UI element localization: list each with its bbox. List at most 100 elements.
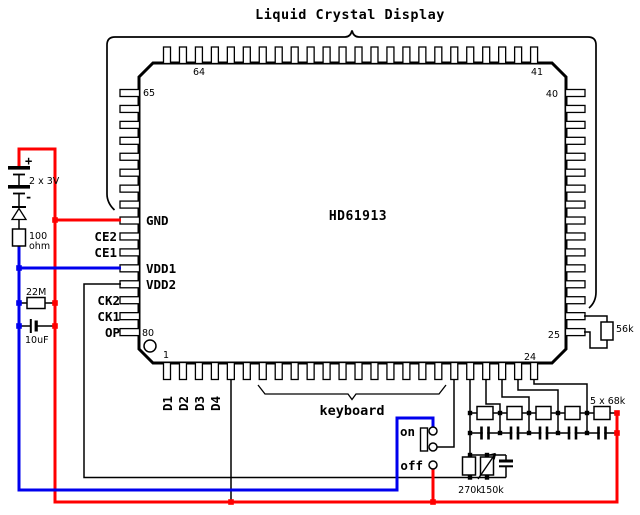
capacitor-plate: [509, 426, 513, 440]
chip-pin-top: [242, 46, 251, 65]
capacitor-plate: [516, 426, 520, 440]
chip-pin-top: [274, 46, 283, 65]
chip-pin-right: [564, 104, 586, 114]
pin-number-25: 25: [548, 330, 560, 341]
capacitor-gap: [541, 426, 546, 440]
junction-dots: [16, 217, 620, 505]
chip-pin-left: [119, 264, 141, 273]
chip-pin-right: [564, 327, 586, 337]
chip-pin-bottom: [529, 361, 539, 381]
chip-pin-bottom: [434, 361, 443, 381]
blue-wires: [17, 246, 435, 492]
chip-pin-top: [210, 46, 220, 65]
wire-pin23: [517, 380, 559, 413]
chip-pin-left: [119, 136, 141, 145]
chip-pin-right: [564, 88, 586, 98]
chip-pin-right: [564, 200, 586, 209]
page-title: Liquid Crystal Display: [255, 7, 445, 23]
pin-label-vdd1: VDD1: [146, 261, 176, 276]
chip-pin-left: [119, 200, 141, 209]
junction-dot: [467, 475, 473, 480]
resistor-chain-value: 5 x 68k: [590, 396, 626, 407]
chip-pin-right: [564, 120, 586, 130]
junction-dot: [484, 452, 490, 458]
chip-pin-bottom: [386, 361, 395, 381]
chip-pin-top: [513, 46, 523, 65]
pin-label-op: OP: [105, 325, 120, 340]
chip-pin-right: [564, 136, 586, 145]
switch-off-label: off: [400, 458, 423, 473]
pin-label-ck2: CK2: [97, 293, 120, 308]
switch-contact-on-bottom: [428, 442, 438, 452]
chip-pin-left: [119, 280, 141, 289]
resistor-chain-68k-icons: [476, 405, 611, 421]
pin-label-gnd: GND: [146, 213, 169, 228]
chip-pin-right: [564, 152, 586, 161]
chip-pin-right: [564, 296, 586, 305]
capacitor-plate: [538, 426, 542, 440]
chip-pin-top: [418, 46, 427, 65]
chip-pin-top: [498, 46, 507, 65]
wire-pin24: [533, 380, 588, 413]
chip-pin-top: [466, 46, 475, 65]
capacitor-plate: [480, 426, 483, 440]
chip-pin-bottom: [513, 361, 523, 381]
chip-pin-bottom: [242, 361, 251, 381]
resistor-100-value-line2: ohm: [29, 241, 50, 252]
capacitor-bias-icon: [499, 459, 513, 468]
chip-pin-left: [119, 296, 141, 305]
keyboard-brace: [257, 384, 447, 401]
junction-dot: [484, 475, 490, 480]
chip-pin-bottom: [482, 361, 491, 381]
pin-number-41: 41: [531, 67, 543, 78]
cap-10uf-value: 10uF: [25, 335, 49, 346]
pin-number-1: 1: [163, 350, 169, 361]
junction-dot: [584, 410, 590, 416]
chip-pin-left: [119, 104, 141, 114]
junction-dot: [467, 410, 473, 416]
chip-pin-top: [322, 46, 331, 65]
chip-pin-bottom: [210, 361, 220, 381]
chip-pin-top: [434, 46, 443, 65]
pin-label-d4: D4: [208, 396, 223, 411]
junction-dot: [584, 430, 590, 436]
chip-pin-top: [370, 46, 379, 65]
chip-pin-top: [290, 46, 299, 65]
chip-pin-bottom: [338, 361, 347, 381]
chip-pin-top: [482, 46, 491, 65]
chip-pin-right: [564, 248, 586, 257]
resistor-56k-icon: [600, 321, 614, 341]
battery-minus-sign: -: [25, 190, 32, 204]
chip-pin-left: [119, 248, 141, 257]
chip-pin-bottom: [354, 361, 363, 381]
switch-lever[interactable]: [419, 427, 429, 452]
black-wires: [18, 175, 617, 502]
keyboard-label: keyboard: [319, 403, 384, 419]
resistor-22m-icon: [26, 296, 46, 310]
chip-pin-top: [194, 46, 204, 65]
chip-pin-top: [258, 46, 267, 65]
chip-pin-bottom: [290, 361, 299, 381]
resistor-56k-value: 56k: [616, 324, 634, 335]
components: [8, 166, 614, 480]
switch-contact-on-top: [428, 426, 438, 436]
chip-pin-top: [178, 46, 188, 65]
labels: Liquid Crystal Display HD61913 64 41 65 …: [25, 7, 634, 496]
pin-number-40: 40: [546, 89, 558, 100]
junction-dot: [526, 410, 532, 416]
junction-dot: [497, 430, 503, 436]
chip-pin-bottom: [194, 361, 204, 381]
junction-dot: [526, 430, 532, 436]
chip-pin-bottom: [466, 361, 475, 381]
chip-pin-top: [529, 46, 539, 65]
capacitor-plate: [545, 426, 549, 440]
wire-vdd2: [83, 283, 506, 479]
chip-pin-top: [402, 46, 411, 65]
pin-label-d3: D3: [192, 396, 207, 411]
chip-pin-left: [119, 88, 141, 98]
chip-body: [137, 61, 568, 365]
power-switch[interactable]: [419, 426, 438, 470]
junction-dot: [497, 410, 503, 416]
chip-pins: [119, 46, 586, 381]
